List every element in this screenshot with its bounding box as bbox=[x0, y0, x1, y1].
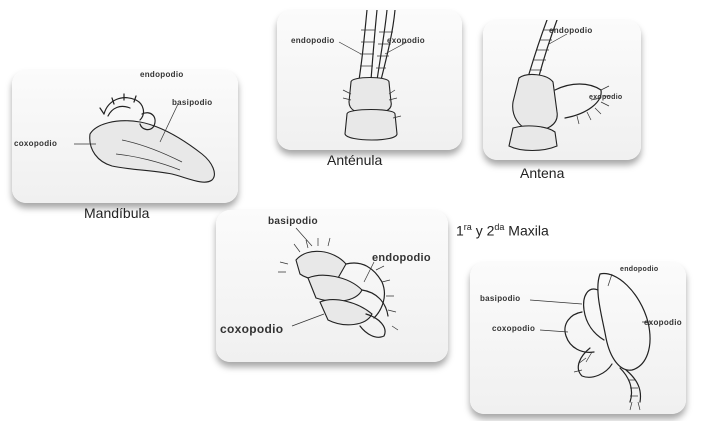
maxila-label-coxopodio: coxopodio bbox=[220, 322, 283, 336]
maxila-caption-mid: y 2 bbox=[472, 223, 495, 239]
maxila2-card: endopodio basipodio coxopodio exopodio bbox=[470, 262, 686, 414]
antenula-label-exopodio: exopodio bbox=[387, 36, 425, 45]
maxila2-drawing bbox=[470, 262, 686, 414]
maxila-label-endopodio: endopodio bbox=[372, 252, 431, 264]
antenula-caption: Anténula bbox=[327, 152, 382, 168]
maxila-caption: 1ra y 2da Maxila bbox=[456, 222, 549, 239]
mandibula-label-coxopodio: coxopodio bbox=[14, 139, 57, 148]
maxila2-label-coxopodio: coxopodio bbox=[492, 324, 535, 333]
antena-label-exopodio: exopodio bbox=[589, 94, 623, 101]
maxila2-label-exopodio: exopodio bbox=[644, 318, 682, 327]
maxila-drawing bbox=[216, 210, 448, 362]
mandibula-card: endopodio basipodio coxopodio bbox=[12, 70, 238, 203]
maxila-caption-num1: 1 bbox=[456, 223, 464, 239]
antena-caption: Antena bbox=[520, 165, 564, 181]
antena-drawing bbox=[483, 20, 641, 160]
antenula-card: endopodio exopodio bbox=[277, 10, 462, 150]
antena-card: endopodio exopodio bbox=[483, 20, 641, 160]
maxila-caption-sup2: da bbox=[494, 222, 504, 232]
maxila2-label-basipodio: basipodio bbox=[480, 294, 520, 303]
mandibula-label-endopodio: endopodio bbox=[140, 70, 184, 79]
mandibula-label-basipodio: basipodio bbox=[172, 98, 212, 107]
maxila2-label-endopodio: endopodio bbox=[620, 266, 658, 273]
antena-label-endopodio: endopodio bbox=[549, 26, 593, 35]
antenula-label-endopodio: endopodio bbox=[291, 36, 335, 45]
antenula-drawing bbox=[277, 10, 462, 150]
maxila-caption-sup1: ra bbox=[464, 222, 472, 232]
maxila-caption-tail: Maxila bbox=[504, 223, 548, 239]
mandibula-caption: Mandíbula bbox=[84, 205, 149, 221]
maxila-card: basipodio endopodio coxopodio bbox=[216, 210, 448, 362]
maxila-label-basipodio: basipodio bbox=[268, 216, 318, 227]
mandibula-drawing bbox=[12, 70, 238, 203]
